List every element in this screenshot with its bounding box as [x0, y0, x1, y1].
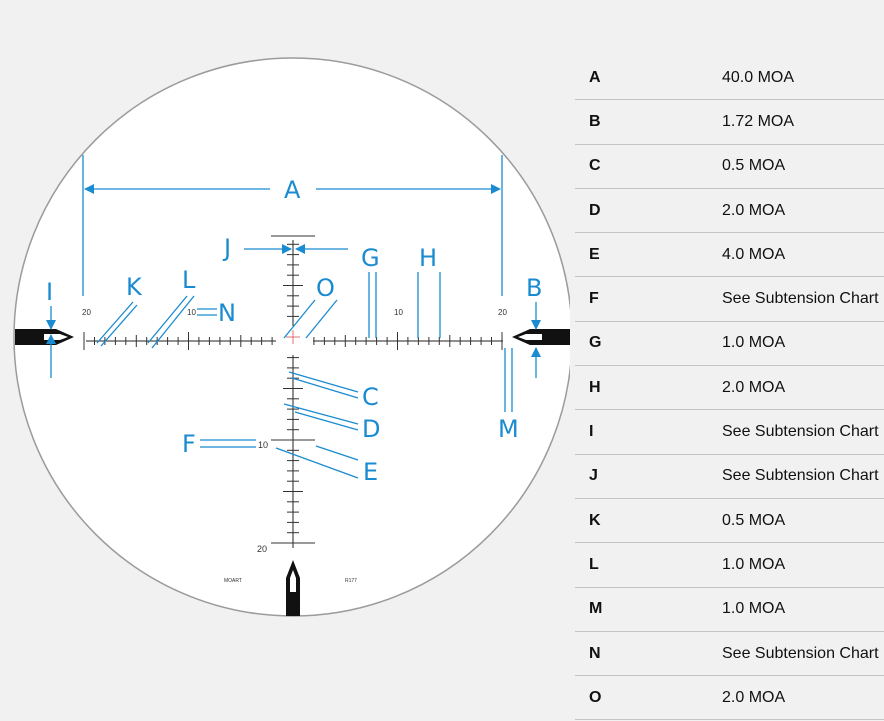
callout-b: B	[526, 274, 542, 302]
subtension-key: F	[575, 276, 722, 322]
subtension-key: M	[575, 587, 722, 632]
callout-m: M	[498, 415, 519, 443]
callout-o: O	[316, 274, 335, 302]
subtension-value: 0.5 MOA	[722, 498, 884, 544]
brand-mark: MOART	[224, 578, 242, 584]
callout-e: E	[363, 458, 378, 486]
callout-h: H	[419, 244, 437, 272]
callout-f: F	[182, 430, 196, 458]
subtension-value: 2.0 MOA	[722, 365, 884, 411]
subtension-value: 1.0 MOA	[722, 321, 884, 367]
subtension-key: D	[575, 188, 722, 234]
dimension-lines	[46, 155, 541, 479]
scale-label-v-20: 20	[257, 544, 267, 554]
subtension-key: O	[575, 675, 722, 721]
callout-k: K	[126, 273, 143, 301]
subtension-value: See Subtension Chart	[722, 454, 884, 499]
reticle-diagram: 20 10 10 20 10 20 MOART R177	[13, 57, 570, 617]
callout-g: G	[361, 244, 380, 272]
subtension-value: 2.0 MOA	[722, 188, 884, 234]
scale-label-h-right-10: 10	[394, 308, 403, 317]
callout-c: C	[362, 383, 379, 411]
subtension-value: 1.72 MOA	[722, 99, 884, 145]
horizontal-ticks	[83, 332, 503, 350]
scale-label-h-left-20: 20	[82, 308, 91, 317]
callout-n: N	[218, 299, 236, 327]
subtension-key: E	[575, 232, 722, 278]
subtension-key: A	[575, 56, 722, 101]
subtension-key: H	[575, 365, 722, 411]
subtension-key: I	[575, 409, 722, 455]
subtension-value: 2.0 MOA	[722, 675, 884, 721]
subtension-value: 0.5 MOA	[722, 144, 884, 189]
subtension-value: 1.0 MOA	[722, 587, 884, 632]
subtension-key: K	[575, 498, 722, 544]
center-aim-point	[286, 330, 300, 344]
model-mark: R177	[345, 578, 357, 584]
scale-label-h-right-20: 20	[498, 308, 507, 317]
callout-l: L	[182, 266, 196, 294]
subtension-key: B	[575, 99, 722, 145]
subtension-value: See Subtension Chart	[722, 631, 884, 677]
subtension-value: See Subtension Chart	[722, 276, 884, 322]
callout-j: J	[222, 234, 231, 262]
subtension-value: 1.0 MOA	[722, 542, 884, 588]
subtension-value: 4.0 MOA	[722, 232, 884, 278]
subtension-value: 40.0 MOA	[722, 56, 884, 101]
subtension-key: N	[575, 631, 722, 677]
vertical-ticks	[271, 235, 315, 544]
subtension-key: G	[575, 321, 722, 367]
subtension-key: C	[575, 144, 722, 189]
scale-label-h-left-10: 10	[187, 308, 196, 317]
callout-i: I	[46, 278, 53, 306]
subtension-key: J	[575, 454, 722, 499]
subtension-key: L	[575, 542, 722, 588]
callout-d: D	[362, 415, 380, 443]
subtension-value: See Subtension Chart	[722, 409, 884, 455]
scale-label-v-10: 10	[258, 440, 268, 450]
callout-a: A	[284, 176, 301, 204]
